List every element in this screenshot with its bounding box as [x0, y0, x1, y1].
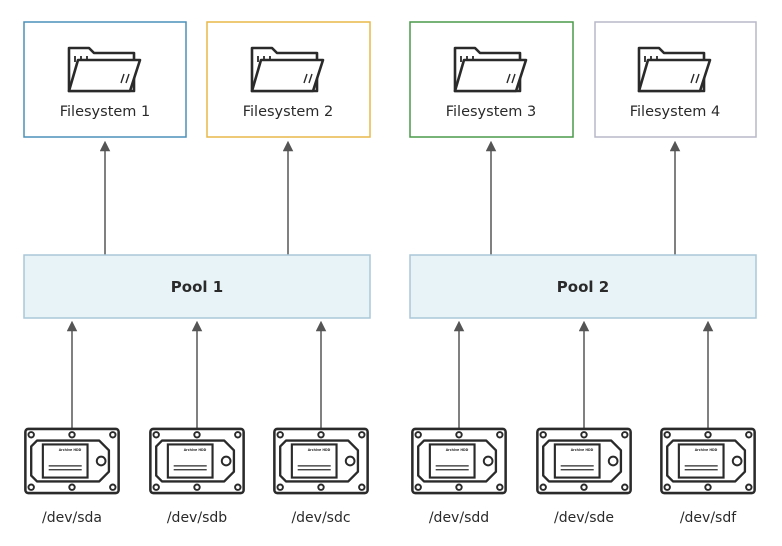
hard-drive-icon — [536, 427, 632, 495]
drive-label: Archive HDD — [571, 448, 594, 452]
drive-label: Archive HDD — [446, 448, 469, 452]
filesystem-3: Filesystem 3 — [409, 21, 574, 138]
filesystem-label: Filesystem 2 — [243, 104, 334, 120]
drive-label: Archive HDD — [308, 448, 331, 452]
device-sdc: Archive HDD /dev/sdc — [273, 427, 369, 526]
filesystem-2: Filesystem 2 — [206, 21, 371, 138]
filesystem-label: Filesystem 3 — [446, 104, 537, 120]
hard-drive-icon — [24, 427, 120, 495]
filesystem-1: Filesystem 1 — [23, 21, 187, 138]
device-sdb: Archive HDD /dev/sdb — [149, 427, 245, 526]
pool-2: Pool 2 — [409, 254, 757, 319]
device-label: /dev/sdf — [680, 510, 737, 526]
device-sdd: Archive HDD /dev/sdd — [411, 427, 507, 526]
drive-label: Archive HDD — [695, 448, 718, 452]
device-to-pool-arrows — [66, 320, 714, 430]
device-sde: Archive HDD /dev/sde — [536, 427, 632, 526]
device-label: /dev/sdc — [291, 510, 350, 526]
hard-drive-icon — [149, 427, 245, 495]
device-label: /dev/sde — [554, 510, 614, 526]
filesystem-label: Filesystem 1 — [60, 104, 151, 120]
hard-drive-icon — [660, 427, 756, 495]
filesystem-4: Filesystem 4 — [594, 21, 757, 138]
device-label: /dev/sdd — [429, 510, 489, 526]
hard-drive-icon — [273, 427, 369, 495]
filesystem-label: Filesystem 4 — [630, 104, 721, 120]
device-sdf: Archive HDD /dev/sdf — [660, 427, 756, 526]
pool-1: Pool 1 — [23, 254, 371, 319]
device-label: /dev/sda — [42, 510, 102, 526]
pool-to-filesystem-arrows — [99, 140, 681, 255]
device-label: /dev/sdb — [167, 510, 227, 526]
device-sda: Archive HDD /dev/sda — [24, 427, 120, 526]
pool-label: Pool 2 — [557, 278, 609, 296]
drive-label: Archive HDD — [59, 448, 82, 452]
pool-label: Pool 1 — [171, 278, 223, 296]
drive-label: Archive HDD — [184, 448, 207, 452]
hard-drive-icon — [411, 427, 507, 495]
